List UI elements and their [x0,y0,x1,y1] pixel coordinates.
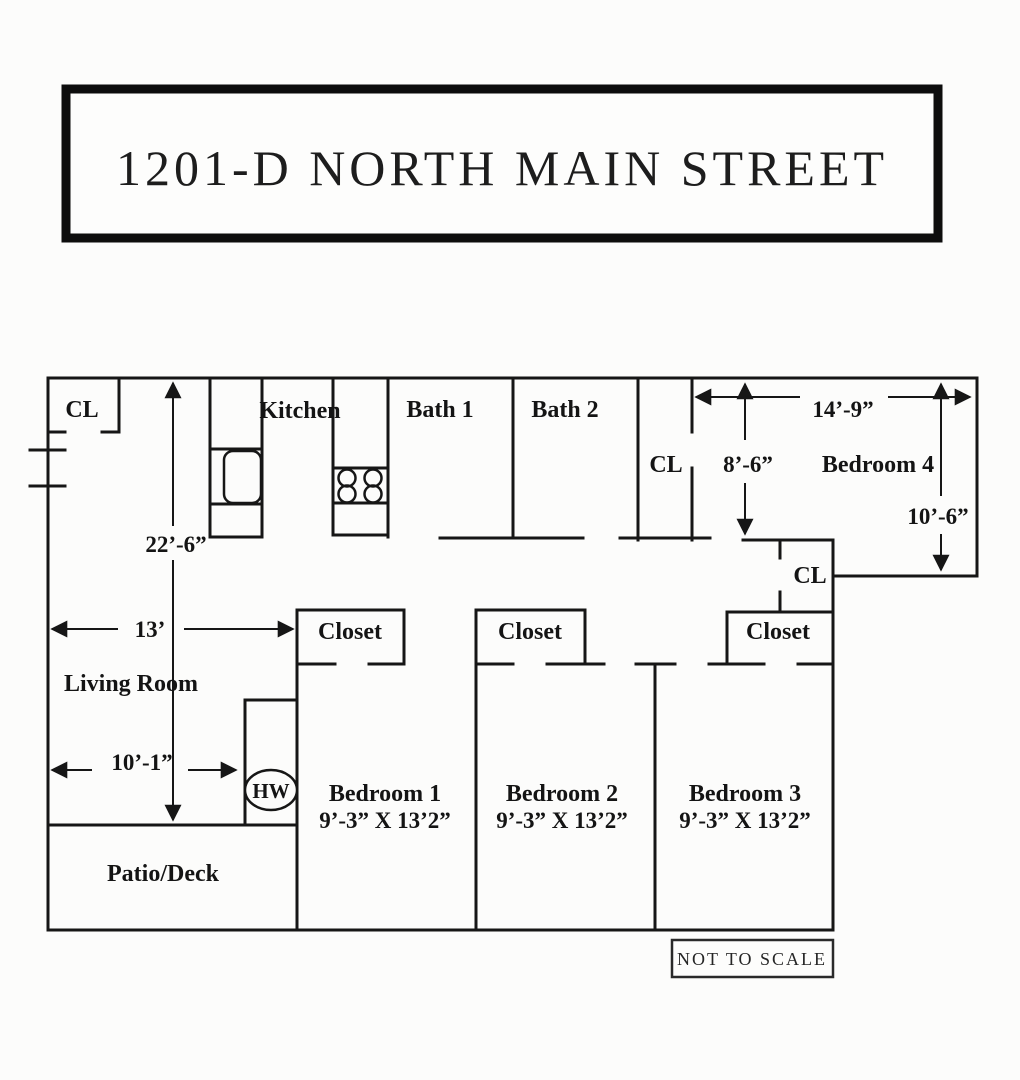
walls [28,376,979,932]
dim-living-height: 22’-6” [145,532,206,557]
bedroom3-label: Bedroom 3 [689,781,801,807]
closet3-label: Closet [746,619,810,645]
scale-note-box: NOT TO SCALE [670,938,835,979]
bedroom4-label: Bedroom 4 [822,452,934,478]
scale-note-label: NOT TO SCALE [677,949,827,969]
dim-living-width: 13’ [135,617,166,642]
closet2-label: Closet [498,619,562,645]
room-labels: CL Kitchen Bath 1 Bath 2 CL Bedroom 4 CL… [64,397,934,887]
title-banner: 1201-D NORTH MAIN STREET [61,84,943,243]
fixtures: HW [222,449,383,812]
kitchen-counter-left [208,376,264,539]
title-frame [61,84,943,243]
page-title: 1201-D NORTH MAIN STREET [116,140,888,196]
living-room-label: Living Room [64,671,198,697]
bedroom4-closet-walls [725,538,835,614]
dim-bedroom4-width: 14’-9” [812,397,873,422]
closet1-walls [295,608,406,932]
hall-closet-label: CL [649,452,682,478]
bedroom3-size: 9’-3” X 13’2” [679,808,811,833]
bath1-label: Bath 1 [406,397,473,423]
dim-bedroom4-left-height: 8’-6” [723,452,773,477]
bedroom4-closet-label: CL [793,563,826,589]
window-ticks [28,448,67,488]
entry-closet-label: CL [65,397,98,423]
bedroom2-size: 9’-3” X 13’2” [496,808,628,833]
bath2-label: Bath 2 [531,397,598,423]
dim-bedroom4-right-height: 10’-6” [907,504,968,529]
water-heater-icon: HW [243,768,299,812]
scale-note-frame [670,938,835,979]
kitchen-label: Kitchen [259,398,340,424]
closet2-walls [474,608,606,932]
dim-living-lower-width: 10’-1” [111,750,172,775]
bedroom1-size: 9’-3” X 13’2” [319,808,451,833]
refrigerator-icon [222,449,263,505]
water-heater-label: HW [252,779,289,803]
patio-label: Patio/Deck [107,861,220,887]
bedroom1-label: Bedroom 1 [329,781,441,807]
bedroom-divider-walls [634,610,835,932]
bath-partition-walls [511,376,694,542]
patio-and-heater-walls [46,698,299,827]
stove-burners-icon [337,468,383,504]
dimension-lines: 22’-6” 13’ 10’-1” 14’-9” 8’-6” 10’-6” [50,381,972,822]
entry-closet-walls [46,376,121,434]
closet1-label: Closet [318,619,382,645]
kitchen-counter-right [331,376,390,539]
bedroom2-label: Bedroom 2 [506,781,618,807]
